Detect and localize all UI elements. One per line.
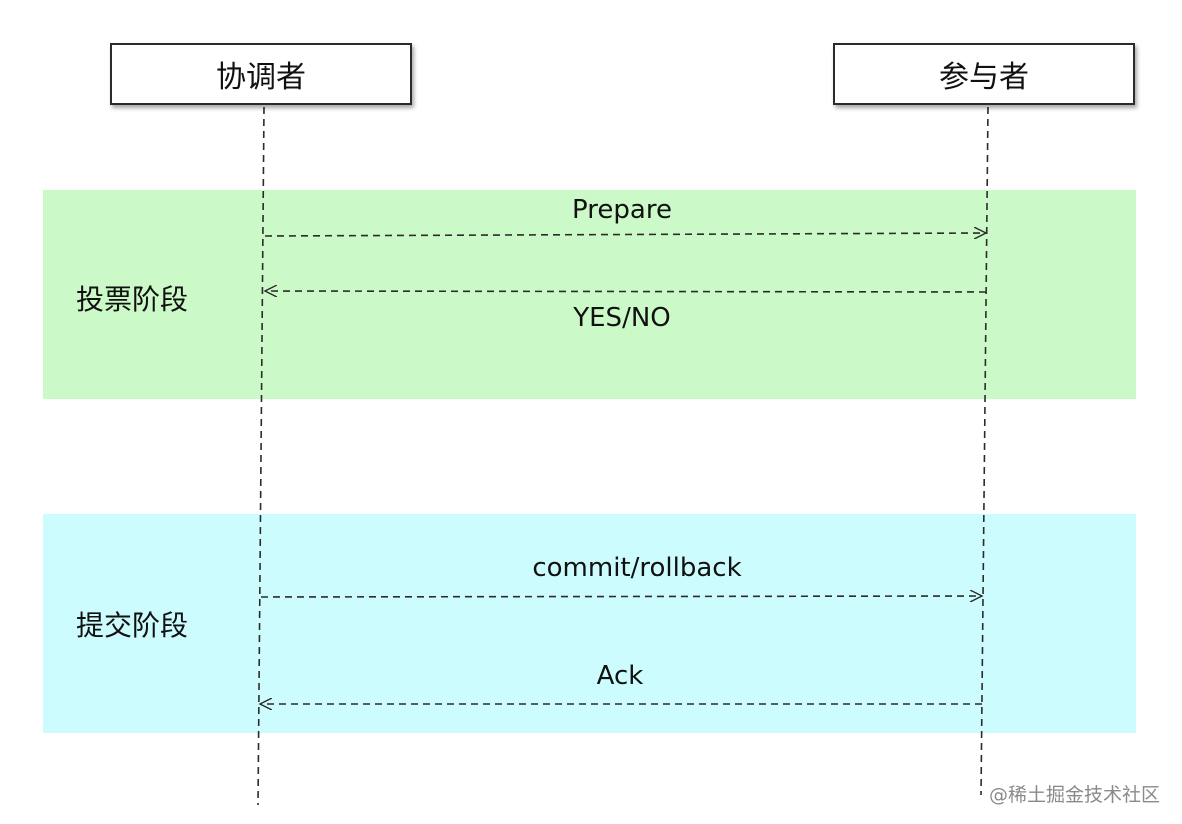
commit-rollback-arrow [260,596,982,597]
vote-phase-band [43,190,1136,399]
ack-message-label: Ack [596,661,644,691]
commit-phase-label: 提交阶段 [76,609,189,642]
yes-no-message-label: YES/NO [573,303,671,333]
coordinator-label: 协调者 [216,60,306,95]
watermark: @稀土掘金技术社区 [988,784,1160,806]
coordinator-box: 协调者 [110,43,412,105]
commit-phase-band [43,514,1136,733]
vote-phase-label: 投票阶段 [76,283,189,316]
participant-box: 参与者 [833,43,1135,105]
commit-rollback-message-label: commit/rollback [532,553,742,583]
participant-lifeline [980,106,989,796]
yes-no-arrow [265,291,987,292]
participant-label: 参与者 [939,60,1029,95]
coordinator-lifeline [257,106,265,806]
prepare-message-label: Prepare [572,195,672,225]
prepare-arrow [264,233,986,236]
